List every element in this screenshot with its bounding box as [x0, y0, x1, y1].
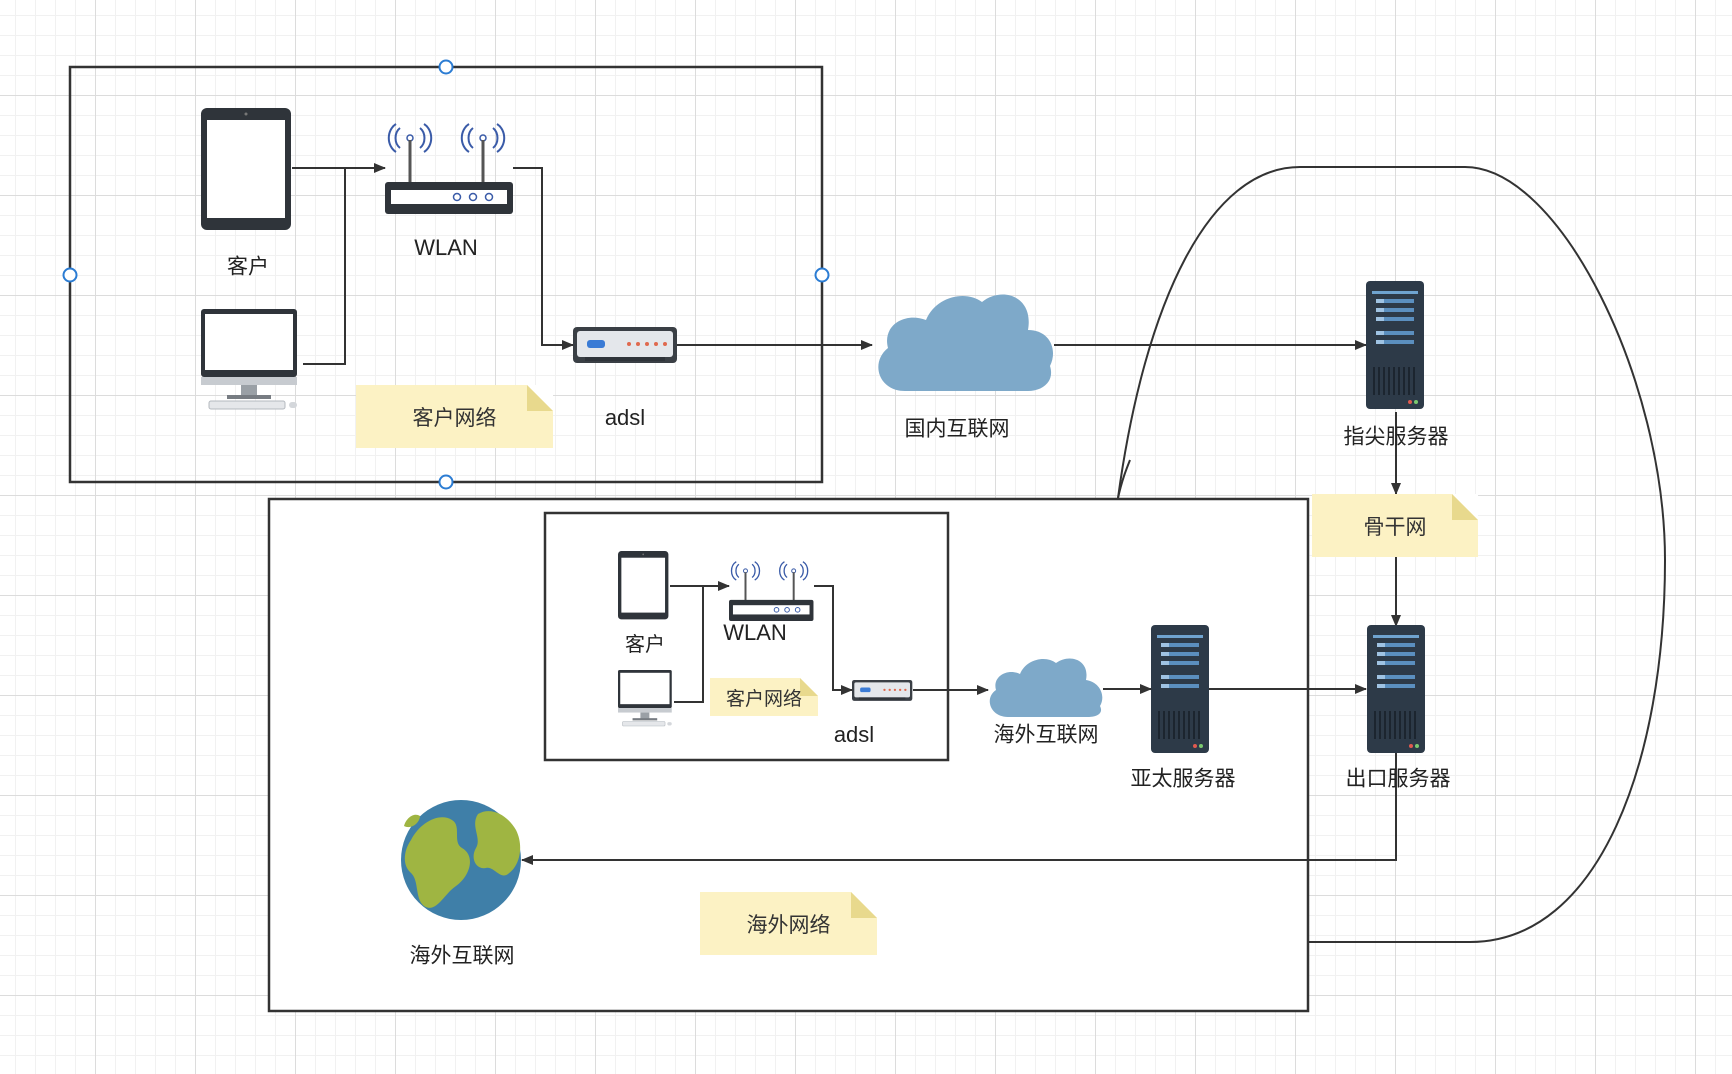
desktop-monitor-icon[interactable] — [200, 308, 298, 410]
note-fold-shade — [1452, 494, 1478, 520]
inner-connector-monitor-to-wlan — [674, 586, 704, 703]
apac-server-label: 亚太服务器 — [1130, 766, 1236, 791]
note-text: 骨干网 — [1363, 514, 1427, 539]
selection-handle-bottom[interactable] — [438, 474, 454, 490]
connector-monitor-to-wlan — [303, 168, 346, 365]
exit-server-icon[interactable] — [1366, 624, 1426, 754]
backbone-note[interactable]: 骨干网 — [1312, 494, 1478, 557]
note-fold-shade — [527, 385, 553, 411]
wlan-label: WLAN — [414, 235, 478, 260]
selection-handle-top[interactable] — [438, 59, 454, 75]
wlan-router-icon[interactable] — [384, 123, 514, 215]
tablet-icon[interactable] — [201, 108, 291, 230]
note-fold-shade — [800, 678, 818, 696]
inner-connector-wlan-to-adsl — [814, 585, 853, 695]
fingertip-server-label: 指尖服务器 — [1343, 424, 1449, 449]
domestic-internet-label: 国内互联网 — [904, 416, 1010, 441]
note-fold-shade — [851, 892, 877, 918]
top-client-network-note[interactable]: 客户网络 — [356, 385, 553, 448]
note-text: 海外网络 — [746, 912, 831, 937]
note-text: 客户网络 — [725, 687, 802, 710]
connector-wlan-to-adsl — [513, 167, 574, 350]
backbone-loop — [1117, 166, 1667, 943]
inner-client-network-box[interactable] — [543, 511, 950, 762]
client-label: 客户 — [227, 254, 269, 279]
exit-server-label: 出口服务器 — [1345, 766, 1451, 791]
selection-handle-right[interactable] — [814, 267, 830, 283]
adsl-label: adsl — [604, 405, 646, 430]
fingertip-server-icon[interactable] — [1365, 280, 1425, 410]
inner-adsl-modem-icon[interactable] — [852, 680, 913, 701]
note-text: 客户网络 — [412, 405, 497, 430]
inner-client-label: 客户 — [625, 632, 665, 656]
overseas-internet-cloud[interactable] — [989, 658, 1103, 717]
selection-handle-left[interactable] — [62, 267, 78, 283]
inner-client-network-note[interactable]: 客户网络 — [710, 678, 818, 716]
inner-wlan-label: WLAN — [723, 620, 787, 645]
inner-tablet-icon[interactable] — [618, 551, 669, 620]
globe-label: 海外互联网 — [409, 943, 515, 968]
overseas-network-note[interactable]: 海外网络 — [700, 892, 877, 955]
overseas-internet-label: 海外互联网 — [993, 722, 1099, 747]
adsl-modem-icon[interactable] — [573, 327, 677, 363]
apac-server-icon[interactable] — [1150, 624, 1210, 754]
connector-exit-to-globe — [521, 752, 1397, 865]
domestic-internet-cloud[interactable] — [878, 294, 1054, 391]
inner-adsl-label: adsl — [833, 722, 875, 747]
globe-icon[interactable] — [401, 800, 521, 920]
